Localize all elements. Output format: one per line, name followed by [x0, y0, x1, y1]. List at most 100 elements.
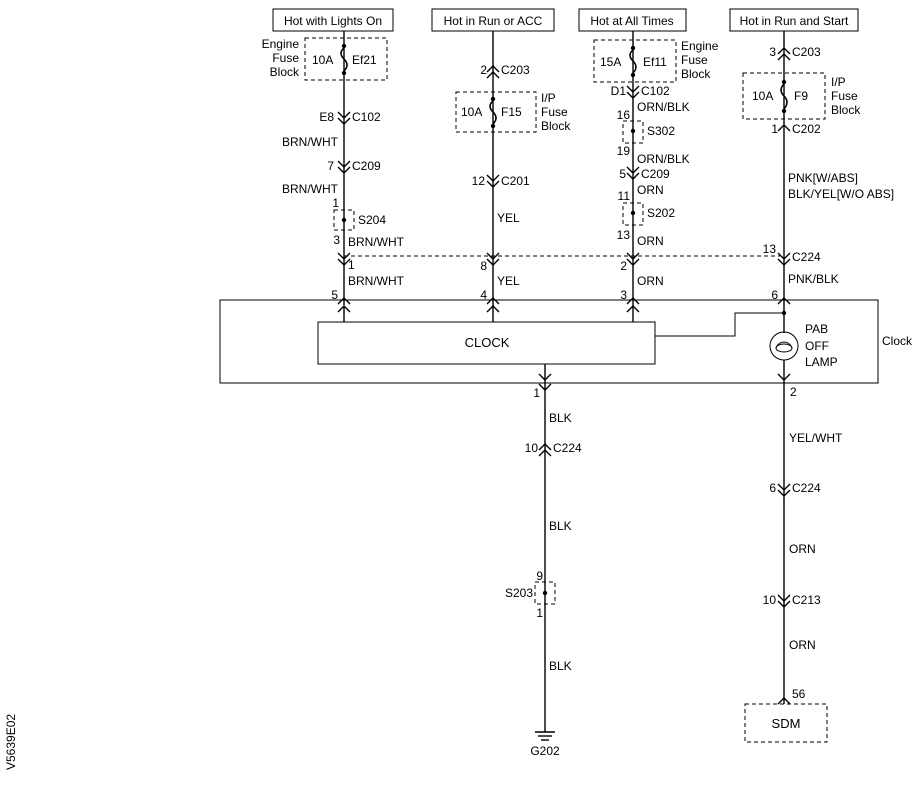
splice-s204: S204	[358, 213, 386, 227]
splice-s203: S203	[505, 586, 533, 600]
wire-label-orn-blk-1: ORN/BLK	[637, 100, 690, 114]
pin-1-c202: 1	[771, 122, 778, 136]
clock-inner-label: CLOCK	[465, 335, 510, 350]
pin-4-clock: 4	[480, 288, 487, 302]
wire-label-blk-1: BLK	[549, 411, 572, 425]
wire-label-pnk-abs: PNK[W/ABS]	[788, 171, 858, 185]
lamp-label-line1: PAB	[805, 322, 828, 336]
header-run-start: Hot in Run and Start	[729, 8, 859, 32]
fuse-f9-block-line3: Block	[831, 103, 861, 117]
pin-2-clock-lamp: 2	[790, 385, 797, 399]
pin-10-c213: 10	[763, 593, 777, 607]
header-lights-on-label: Hot with Lights On	[284, 14, 382, 28]
pin-2-c203: 2	[480, 63, 487, 77]
pin-19: 19	[617, 144, 631, 158]
pin-3-clock: 3	[620, 288, 627, 302]
wire-label-brn-wht-1: BRN/WHT	[282, 135, 339, 149]
connector-c201: C201	[501, 174, 530, 188]
pin-3-c203: 3	[769, 45, 776, 59]
pin-d1: D1	[611, 84, 627, 98]
wire-label-brn-wht-4: BRN/WHT	[348, 274, 405, 288]
column-lights-on: 10A Ef21 Engine Fuse Block E8 C102 BRN/W…	[262, 31, 405, 322]
wire-label-pnk-blk: PNK/BLK	[788, 272, 839, 286]
connector-c209-b: C209	[641, 167, 670, 181]
fuse-ef11-name: Ef11	[643, 55, 667, 69]
pin-8: 8	[480, 259, 487, 273]
fuse-f15-name: F15	[501, 105, 522, 119]
header-run-acc: Hot in Run or ACC	[431, 8, 555, 32]
pin-1-clock-ground: 1	[533, 386, 540, 400]
fuse-ef21-block-line1: Engine	[262, 37, 300, 51]
fuse-f9-rating: 10A	[752, 89, 773, 103]
header-lights-on: Hot with Lights On	[272, 8, 394, 32]
connector-c102-b: C102	[641, 84, 670, 98]
pin-13-s202: 13	[617, 228, 631, 242]
splice-s302: S302	[647, 124, 675, 138]
fuse-f15-block-line1: I/P	[541, 91, 556, 105]
fuse-ef11-block-line3: Block	[681, 67, 711, 81]
sdm-label: SDM	[772, 716, 801, 731]
column-run-start: 3 C203 10A F9 I/P Fuse Block 1 C202 PNK[…	[742, 31, 894, 312]
pin-3-s204: 3	[333, 233, 340, 247]
connector-c203-b: C203	[792, 45, 821, 59]
wire-label-brn-wht-3: BRN/WHT	[348, 235, 405, 249]
fuse-ef11-block-line2: Fuse	[681, 53, 708, 67]
wire-label-blk-2: BLK	[549, 519, 572, 533]
fuse-f15-block-line3: Block	[541, 119, 571, 133]
pin-11: 11	[618, 189, 631, 203]
fuse-f15-rating: 10A	[461, 105, 482, 119]
pin-10-c224: 10	[525, 441, 539, 455]
fuse-f9-block-line2: Fuse	[831, 89, 858, 103]
wire-label-orn-2: ORN	[637, 234, 664, 248]
pin-12: 12	[472, 174, 486, 188]
wire-label-brn-wht-2: BRN/WHT	[282, 182, 339, 196]
ground-circuit: 1 BLK 10 C224 BLK 9 S203 1 BLK G202	[505, 383, 582, 758]
figure-reference-code: V5639E02	[4, 714, 18, 770]
connector-c224-a: C224	[792, 250, 821, 264]
clock-module-label: Clock	[882, 334, 913, 348]
wire-label-orn-5: ORN	[789, 638, 816, 652]
fuse-f15-block-line2: Fuse	[541, 105, 568, 119]
connector-c224-c: C224	[792, 481, 821, 495]
pin-16: 16	[617, 108, 631, 122]
wire-label-orn-blk-2: ORN/BLK	[637, 152, 690, 166]
sdm-circuit: 2 YEL/WHT 6 C224 ORN 10 C213 ORN 56 SDM	[744, 383, 843, 743]
wire-label-yel-2: YEL	[497, 274, 520, 288]
pin-5-clock: 5	[331, 288, 338, 302]
connector-c102-a: C102	[352, 110, 381, 124]
column-all-times: 15A Ef11 Engine Fuse Block D1 C102 ORN/B…	[593, 31, 719, 322]
lamp-label-line3: LAMP	[805, 355, 838, 369]
clock-module: Clock CLOCK PAB OFF LAMP	[219, 299, 913, 384]
pin-7: 7	[327, 159, 334, 173]
pin-5-c209: 5	[619, 167, 626, 181]
header-run-acc-label: Hot in Run or ACC	[444, 14, 543, 28]
pab-off-lamp-icon	[769, 331, 799, 361]
pin-1-s203: 1	[536, 606, 543, 620]
pin-9: 9	[536, 569, 543, 583]
splice-s202: S202	[647, 206, 675, 220]
header-run-start-label: Hot in Run and Start	[740, 14, 849, 28]
wire-label-orn-1: ORN	[637, 183, 664, 197]
pin-6-clock: 6	[771, 288, 778, 302]
fuse-ef21-rating: 10A	[312, 53, 333, 67]
pin-2-c224: 2	[620, 259, 627, 273]
fuse-ef11-rating: 15A	[600, 55, 621, 69]
ground-label: G202	[530, 744, 560, 758]
wire-label-yel-1: YEL	[497, 211, 520, 225]
header-all-times: Hot at All Times	[578, 8, 687, 32]
wire-label-blk-3: BLK	[549, 659, 572, 673]
fuse-ef21-block-line2: Fuse	[272, 51, 299, 65]
pin-1-s204: 1	[332, 196, 339, 210]
fuse-f9-name: F9	[794, 89, 808, 103]
pin-e8: E8	[319, 110, 334, 124]
connector-c213: C213	[792, 593, 821, 607]
pin-6-c224: 6	[769, 481, 776, 495]
fuse-ef21-block-line3: Block	[270, 65, 300, 79]
wire-label-orn-3: ORN	[637, 274, 664, 288]
pin-56: 56	[792, 687, 806, 701]
fuse-f9-block-line1: I/P	[831, 75, 846, 89]
lamp-label-line2: OFF	[805, 339, 829, 353]
fuse-ef11-block-line1: Engine	[681, 39, 719, 53]
header-all-times-label: Hot at All Times	[590, 14, 673, 28]
